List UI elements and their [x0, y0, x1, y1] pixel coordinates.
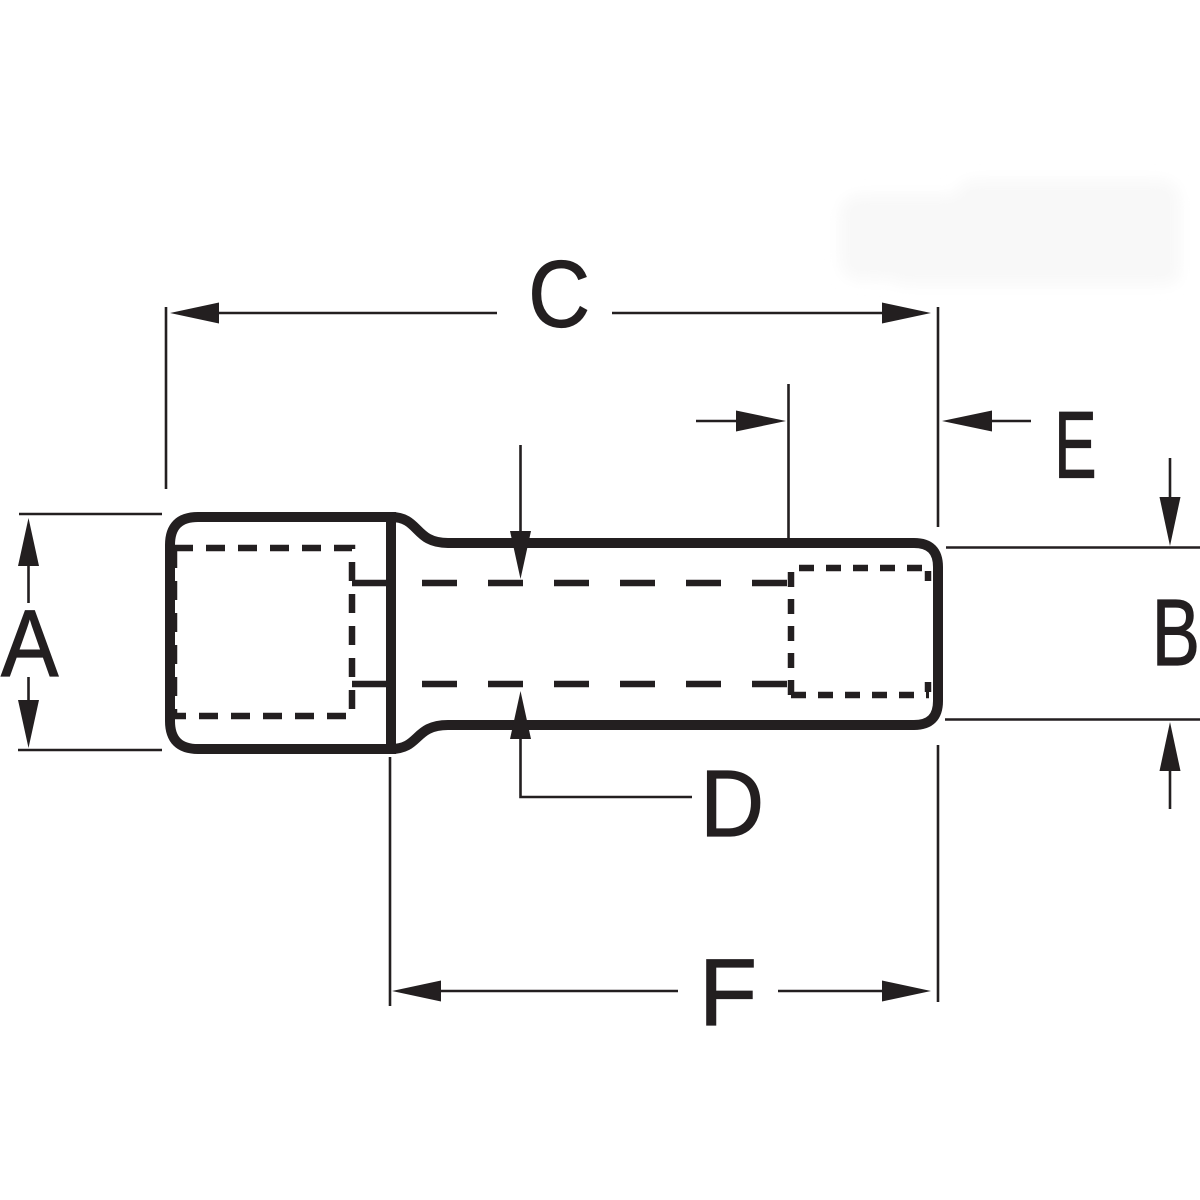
- svg-text:E: E: [1054, 393, 1096, 499]
- svg-text:F: F: [699, 940, 757, 1046]
- svg-text:D: D: [700, 751, 764, 857]
- svg-text:B: B: [1152, 580, 1200, 686]
- svg-text:A: A: [1, 591, 59, 697]
- svg-text:C: C: [528, 242, 590, 348]
